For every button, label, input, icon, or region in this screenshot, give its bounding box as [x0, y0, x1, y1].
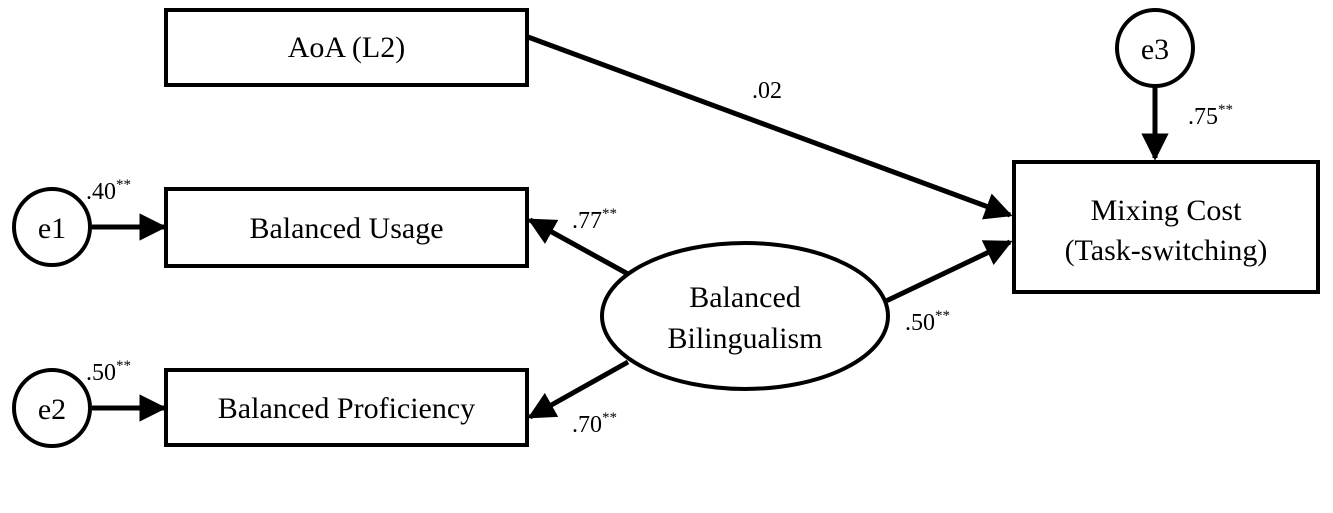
- node-aoa: AoA (L2): [164, 8, 529, 87]
- node-aoa-label: AoA (L2): [288, 31, 405, 64]
- coef-e2-proficiency: .50**: [86, 358, 131, 386]
- path-latent-to-mixing: [882, 239, 1013, 305]
- coef-latent-mixing: .50**: [905, 308, 950, 336]
- path-aoa-to-mixing: [527, 34, 1013, 220]
- node-balanced-usage-label: Balanced Usage: [249, 212, 443, 245]
- error-e1: e1: [12, 187, 92, 267]
- error-e3-label: e3: [1141, 33, 1169, 66]
- node-mixing-cost: Mixing Cost (Task-switching): [1012, 160, 1320, 294]
- node-balanced-bilingualism-line2: Bilingualism: [667, 322, 822, 355]
- coef-e3-mixing: .75**: [1188, 102, 1233, 130]
- error-e3: e3: [1115, 8, 1195, 88]
- coef-aoa-mixing: .02: [752, 78, 782, 104]
- node-balanced-usage: Balanced Usage: [164, 187, 529, 268]
- coef-e1-usage: .40**: [86, 177, 131, 205]
- path-latent-to-usage: [527, 217, 630, 277]
- node-balanced-bilingualism-line1: Balanced: [689, 281, 801, 314]
- coef-latent-usage: .77**: [572, 206, 617, 234]
- coef-latent-proficiency: .70**: [572, 410, 617, 438]
- path-latent-to-proficiency: [527, 359, 630, 420]
- node-mixing-cost-line2: (Task-switching): [1065, 234, 1268, 267]
- node-balanced-proficiency: Balanced Proficiency: [164, 368, 529, 447]
- error-e2: e2: [12, 368, 92, 448]
- node-mixing-cost-line1: Mixing Cost: [1091, 194, 1243, 227]
- node-balanced-proficiency-label: Balanced Proficiency: [218, 392, 475, 425]
- error-e2-label: e2: [38, 393, 66, 426]
- error-e1-label: e1: [38, 212, 66, 245]
- node-balanced-bilingualism: Balanced Bilingualism: [600, 241, 890, 391]
